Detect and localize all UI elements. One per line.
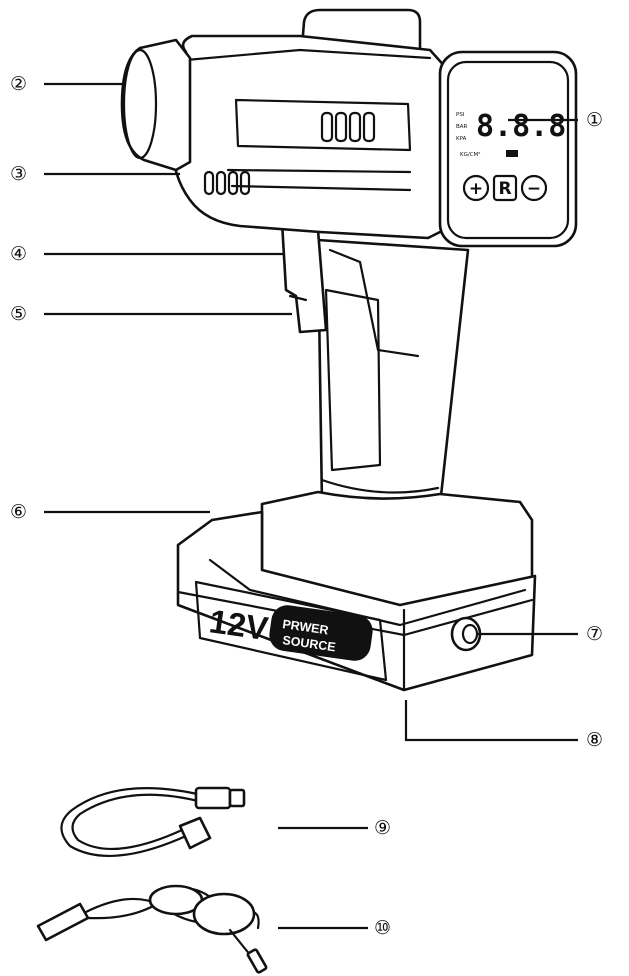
release-button[interactable] [450,616,482,652]
callout-8: ⑧ [586,729,603,751]
lcd-panel: 8.8.8 PSI BAR KPA KG/CM² + R − [438,50,578,248]
minus-button[interactable]: − [520,174,548,202]
battery-pack: 12V PRWER SOURCE [176,490,537,692]
plus-button[interactable]: + [462,174,490,202]
svg-text:+: + [469,179,483,199]
trigger [280,220,328,334]
callout-1: ① [586,109,603,131]
air-hose [60,786,246,858]
callout-7: ⑦ [586,623,603,645]
usb-cable [36,884,268,974]
callout-9: ⑨ [374,817,391,839]
battery-indicator-icon [506,150,518,157]
handle [316,238,470,514]
unit-kgcm: KG/CM² [460,151,481,158]
reset-button[interactable]: R [492,174,518,202]
svg-text:−: − [527,179,541,199]
svg-text:R: R [498,179,511,199]
callout-4: ④ [10,243,27,265]
front-nozzle [120,38,192,172]
callout-10: ⑩ [374,917,391,939]
callout-2: ② [10,73,27,95]
side-vents [203,170,251,196]
lcd-screen: 8.8.8 PSI BAR KPA KG/CM² [456,109,566,158]
main-body [168,34,450,240]
unit-kpa: KPA [456,136,467,142]
leader-lines [44,82,578,930]
callout-3: ③ [10,163,27,185]
callout-5: ⑤ [10,303,27,325]
callout-6: ⑥ [10,501,27,523]
battery-voltage: 12V [207,602,270,647]
lcd-digits: 8.8.8 [476,109,566,144]
unit-psi: PSI [456,112,465,118]
unit-bar: BAR [456,124,468,130]
callout-labels: ① ② ③ ④ ⑤ ⑥ ⑦ ⑧ ⑨ ⑩ [10,73,603,939]
power-source-badge: PRWER SOURCE [269,605,373,661]
power-label-line1: PRWER [282,617,330,637]
